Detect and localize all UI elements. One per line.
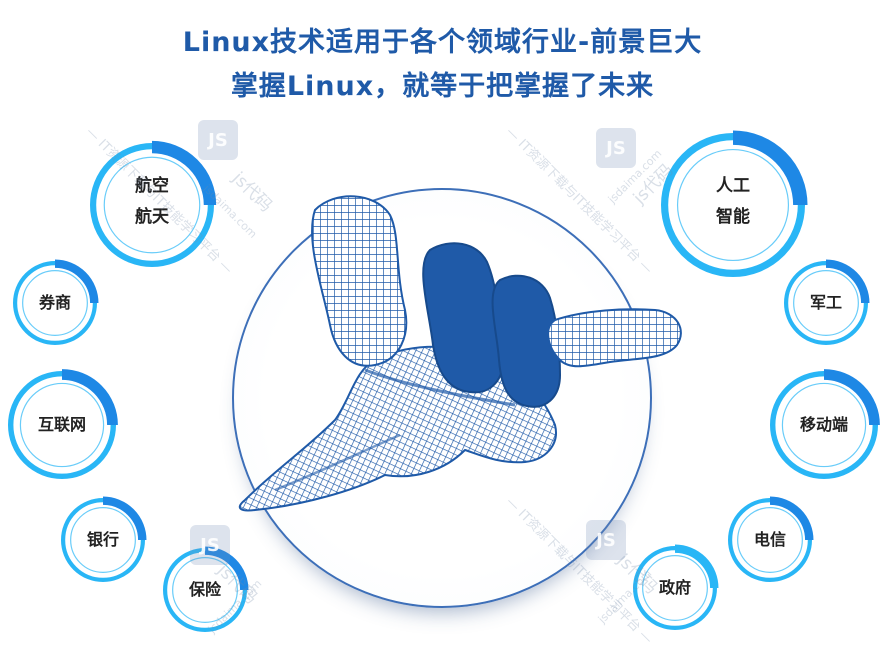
node-ring: [783, 259, 870, 346]
node-inner-ring: [70, 507, 136, 573]
node-quanshang: 券商: [12, 259, 99, 346]
node-hulianwang: 互联网: [8, 369, 118, 479]
node-progress-arc: [769, 496, 814, 541]
node-ring: [12, 259, 99, 346]
node-inner-ring: [19, 382, 105, 468]
node-ring: [770, 369, 880, 479]
node-ring: [60, 496, 147, 583]
node-label: 航空航天: [106, 159, 198, 251]
node-progress-arc: [823, 369, 880, 426]
node-label-line: 航空: [134, 176, 169, 197]
node-jungong: 军工: [783, 259, 870, 346]
node-progress-arc: [61, 369, 118, 426]
node-zhengfu: 政府: [632, 544, 719, 631]
node-rengong-zhineng: 人工智能: [660, 130, 808, 278]
node-progress-arc: [54, 259, 99, 304]
node-yinhang: 银行: [60, 496, 147, 583]
node-label-line: 人工: [715, 176, 750, 197]
node-label: 移动端: [784, 385, 864, 465]
title-line-1: Linux技术适用于各个领域行业-前景巨大: [182, 27, 703, 58]
node-inner-ring: [676, 148, 790, 262]
node-label: 互联网: [22, 385, 102, 465]
node-baoxian: 保险: [162, 546, 249, 633]
node-ring: [8, 369, 118, 479]
node-ring: [727, 496, 814, 583]
node-hangkong-hangtian: 航空航天: [89, 140, 217, 268]
title-line-2: 掌握Linux，就等于把掌握了未来: [230, 71, 655, 102]
node-inner-ring: [103, 156, 201, 254]
watermark-badge-2: JS: [596, 128, 636, 168]
node-inner-ring: [642, 555, 708, 621]
node-ring: [89, 140, 217, 268]
node-label: 银行: [72, 509, 134, 571]
node-progress-arc: [204, 546, 249, 591]
node-progress-arc: [825, 259, 870, 304]
node-label: 券商: [24, 272, 86, 334]
watermark-badge-1: JS: [198, 120, 238, 160]
node-label-line: 互联网: [37, 415, 86, 435]
node-label-line: 政府: [658, 578, 691, 598]
node-inner-ring: [781, 382, 867, 468]
node-label-line: 银行: [86, 530, 119, 550]
watermark-badge-3: JS: [190, 525, 230, 565]
node-progress-arc: [102, 496, 147, 541]
node-progress-arc: [151, 140, 217, 206]
node-label: 军工: [795, 272, 857, 334]
node-label-line: 智能: [715, 206, 750, 227]
node-inner-ring: [172, 557, 238, 623]
node-label-line: 电信: [753, 530, 786, 550]
node-label-line: 移动端: [799, 415, 848, 435]
node-inner-ring: [793, 270, 859, 336]
node-progress-arc: [674, 544, 719, 589]
node-label-line: 军工: [809, 293, 842, 313]
node-label: 人工智能: [680, 152, 786, 258]
node-dianxin: 电信: [727, 496, 814, 583]
node-ring: [632, 544, 719, 631]
node-inner-ring: [22, 270, 88, 336]
watermark-badge-4: JS: [586, 520, 626, 560]
node-progress-arc: [732, 130, 808, 206]
node-ring: [660, 130, 808, 278]
node-label: 政府: [644, 557, 706, 619]
node-label-line: 券商: [38, 293, 71, 313]
node-yidongduan: 移动端: [770, 369, 880, 479]
wireframe-hand-illustration: [238, 195, 682, 512]
node-label-line: 航天: [134, 206, 169, 227]
node-ring: [162, 546, 249, 633]
node-label: 电信: [739, 509, 801, 571]
node-label: 保险: [174, 559, 236, 621]
node-label-line: 保险: [188, 580, 221, 600]
node-inner-ring: [737, 507, 803, 573]
